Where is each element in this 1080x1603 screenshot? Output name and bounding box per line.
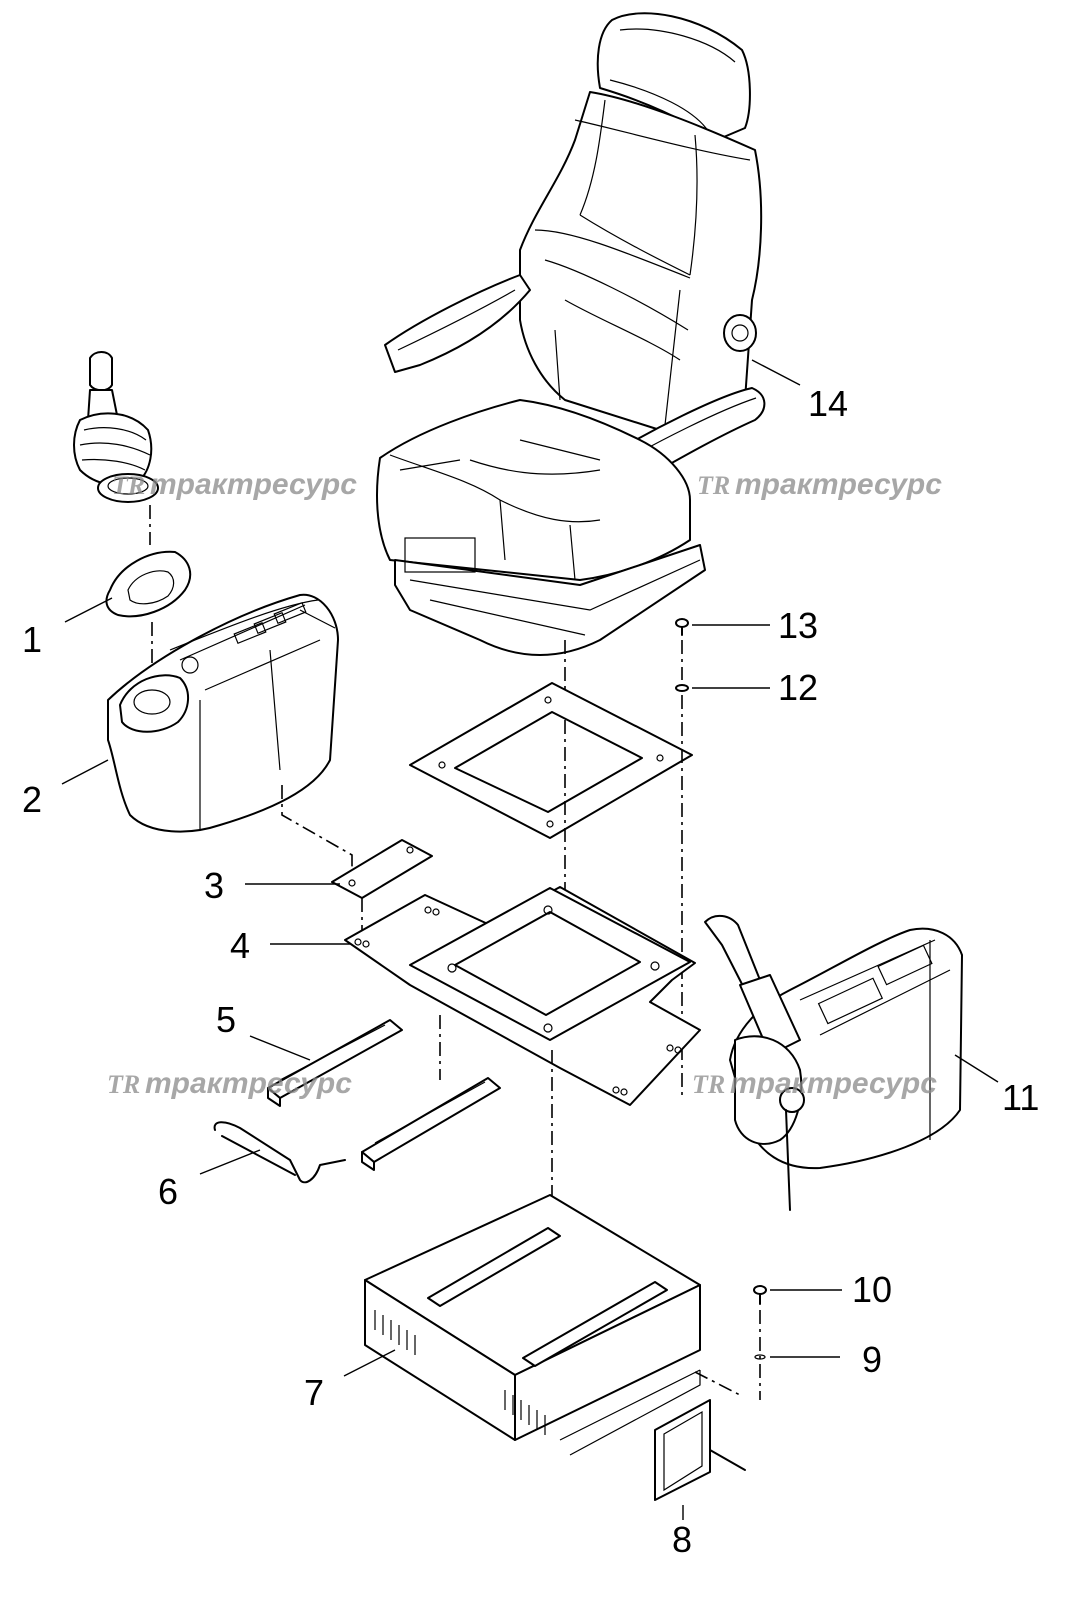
callout-1: 1: [22, 619, 42, 660]
callout-12: 12: [778, 667, 818, 708]
left-joystick: [73, 351, 159, 503]
watermark-logo: TR: [692, 1070, 725, 1099]
callout-9: 9: [862, 1339, 882, 1380]
callout-numbers: 1 2 3 4 5 6 7 8 9 10 11 12 13 14: [22, 383, 1039, 1560]
leader-lines: [61, 359, 999, 1520]
right-console: [704, 914, 963, 1211]
callout-6: 6: [158, 1171, 178, 1212]
gasket: [654, 1399, 711, 1501]
watermark-text: трактресурс: [735, 468, 942, 501]
callout-3: 3: [204, 865, 224, 906]
watermark-logo: TR: [112, 471, 145, 500]
watermark-logo: TR: [107, 1070, 140, 1099]
callout-7: 7: [304, 1372, 324, 1413]
left-console: [107, 593, 339, 833]
bracket-plate: [331, 839, 433, 899]
watermark-logo: TR: [697, 471, 730, 500]
callout-11: 11: [1002, 1077, 1039, 1118]
callout-13: 13: [778, 605, 818, 646]
bezel: [105, 550, 192, 618]
watermark-text: трактресурс: [145, 1067, 352, 1100]
battery-box: [364, 1194, 701, 1456]
release-handle: [213, 1121, 346, 1184]
callout-2: 2: [22, 779, 42, 820]
seat-assembly: [376, 12, 766, 656]
callout-8: 8: [672, 1519, 692, 1560]
watermarks: TR трактресурс TR трактресурс TR трактре…: [107, 468, 942, 1100]
callout-14: 14: [808, 383, 848, 424]
seat-rails: [267, 1019, 501, 1171]
callout-5: 5: [216, 999, 236, 1040]
callout-10: 10: [852, 1269, 892, 1310]
callout-4: 4: [230, 925, 250, 966]
watermark-text: трактресурс: [150, 468, 357, 501]
watermark-text: трактресурс: [730, 1067, 937, 1100]
